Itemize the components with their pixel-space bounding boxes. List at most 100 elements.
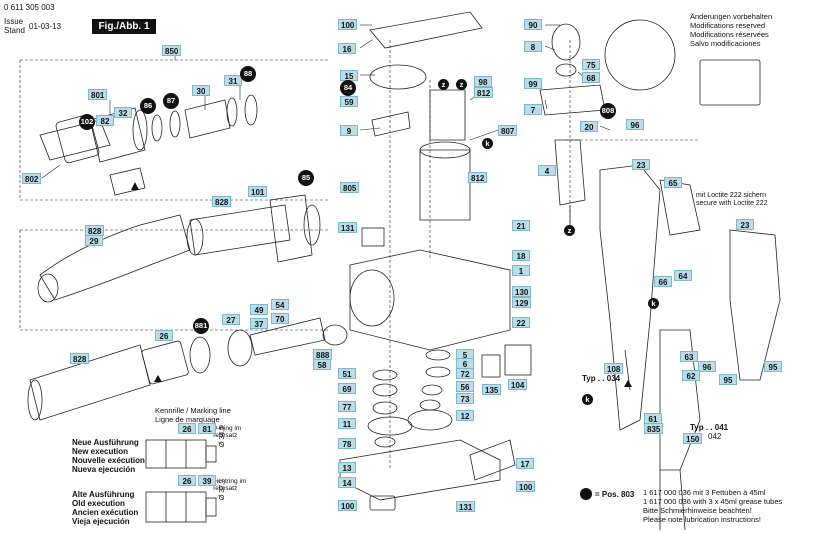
part-label[interactable]: 828 bbox=[70, 353, 90, 364]
part-label[interactable]: 850 bbox=[162, 45, 182, 56]
part-label[interactable]: 7 bbox=[524, 104, 542, 115]
part-label[interactable]: 66 bbox=[654, 276, 672, 287]
part-label[interactable]: 101 bbox=[248, 186, 268, 197]
exec-line: Neue Ausführung bbox=[72, 438, 139, 447]
part-label[interactable]: 135 bbox=[482, 384, 502, 395]
part-label[interactable]: 23 bbox=[736, 219, 754, 230]
part-label[interactable]: 65 bbox=[664, 177, 682, 188]
part-label[interactable]: 22 bbox=[512, 317, 530, 328]
part-label[interactable]: 130 bbox=[512, 286, 532, 297]
callout-badge[interactable]: z bbox=[456, 79, 467, 90]
part-label[interactable]: 16 bbox=[338, 43, 356, 54]
callout-badge[interactable]: k bbox=[582, 394, 593, 405]
oring-line: O-Ring im bbox=[212, 425, 242, 432]
section-label[interactable]: 26 bbox=[178, 423, 196, 434]
part-label[interactable]: 77 bbox=[338, 401, 356, 412]
part-label[interactable]: 96 bbox=[698, 361, 716, 372]
part-label[interactable]: 37 bbox=[250, 318, 268, 329]
part-label[interactable]: 30 bbox=[192, 85, 210, 96]
part-label[interactable]: 21 bbox=[512, 220, 530, 231]
part-label[interactable]: 802 bbox=[22, 173, 42, 184]
part-label[interactable]: 23 bbox=[632, 159, 650, 170]
part-label[interactable]: 129 bbox=[512, 297, 532, 308]
part-label[interactable]: 20 bbox=[580, 121, 598, 132]
part-label[interactable]: 4 bbox=[538, 165, 556, 176]
section-label[interactable]: 26 bbox=[178, 475, 196, 486]
part-label[interactable]: 63 bbox=[680, 351, 698, 362]
part-label[interactable]: 58 bbox=[313, 359, 331, 370]
part-label[interactable]: 69 bbox=[338, 383, 356, 394]
section-label[interactable]: 81 bbox=[198, 423, 216, 434]
part-label[interactable]: 70 bbox=[271, 313, 289, 324]
callout-badge[interactable]: 84 bbox=[340, 80, 356, 96]
part-label[interactable]: 62 bbox=[682, 370, 700, 381]
part-label[interactable]: 54 bbox=[271, 299, 289, 310]
guide-lines bbox=[19, 40, 700, 470]
part-label[interactable]: 14 bbox=[338, 477, 356, 488]
part-label[interactable]: 100 bbox=[338, 19, 358, 30]
part-label[interactable]: 27 bbox=[222, 314, 240, 325]
part-label[interactable]: 1 bbox=[512, 265, 530, 276]
part-label[interactable]: 51 bbox=[338, 368, 356, 379]
sticker-131 bbox=[361, 227, 385, 247]
callout-badge[interactable]: k bbox=[482, 138, 493, 149]
part-label[interactable]: 828 bbox=[212, 196, 232, 207]
part-label[interactable]: 17 bbox=[516, 458, 534, 469]
part-label[interactable]: 72 bbox=[456, 368, 474, 379]
oring-line: Teilesatz bbox=[212, 432, 238, 439]
part-label[interactable]: 131 bbox=[456, 501, 476, 512]
part-label[interactable]: 807 bbox=[498, 125, 518, 136]
part-label[interactable]: 8 bbox=[524, 41, 542, 52]
part-label[interactable]: 68 bbox=[582, 72, 600, 83]
part-label[interactable]: 82 bbox=[96, 115, 114, 126]
loctite-line: mit Loctite 222 sichern bbox=[696, 192, 767, 199]
part-label[interactable]: 26 bbox=[155, 330, 173, 341]
part-label[interactable]: 9 bbox=[340, 125, 358, 136]
part-label[interactable]: 95 bbox=[719, 374, 737, 385]
part-label[interactable]: 805 bbox=[340, 182, 360, 193]
callout-badge[interactable]: 87 bbox=[163, 93, 179, 109]
part-label[interactable]: 75 bbox=[582, 59, 600, 70]
callout-badge[interactable]: k bbox=[648, 298, 659, 309]
part-label[interactable]: 835 bbox=[644, 423, 664, 434]
part-label[interactable]: 100 bbox=[516, 481, 536, 492]
part-label[interactable]: 108 bbox=[604, 363, 624, 374]
part-label[interactable]: 812 bbox=[468, 172, 488, 183]
part-label[interactable]: 801 bbox=[88, 89, 108, 100]
part-label[interactable]: 49 bbox=[250, 304, 268, 315]
part-label[interactable]: 98 bbox=[474, 76, 492, 87]
part-label[interactable]: 59 bbox=[340, 96, 358, 107]
part-label[interactable]: 32 bbox=[114, 107, 132, 118]
part-label[interactable]: 13 bbox=[338, 462, 356, 473]
callout-badge[interactable]: 85 bbox=[298, 170, 314, 186]
part-label[interactable]: 104 bbox=[508, 379, 528, 390]
callout-badge[interactable]: 881 bbox=[193, 318, 209, 334]
part-label[interactable]: 150 bbox=[683, 433, 703, 444]
grease-line: 1 617 000 036 with 3 x 45ml grease tubes bbox=[643, 497, 783, 506]
section-label[interactable]: 39 bbox=[198, 475, 216, 486]
part-label[interactable]: 11 bbox=[338, 418, 356, 429]
part-label[interactable]: 90 bbox=[524, 19, 542, 30]
part-label[interactable]: 64 bbox=[674, 270, 692, 281]
part-label[interactable]: 78 bbox=[338, 438, 356, 449]
part-label[interactable]: 12 bbox=[456, 410, 474, 421]
part-label[interactable]: 99 bbox=[524, 78, 542, 89]
callout-badge[interactable]: z bbox=[438, 79, 449, 90]
part-label[interactable]: 18 bbox=[512, 250, 530, 261]
part-label[interactable]: 131 bbox=[338, 222, 358, 233]
type-042-label: 042 bbox=[708, 432, 722, 441]
exec-line: New execution bbox=[72, 447, 129, 456]
part-label[interactable]: 31 bbox=[224, 75, 242, 86]
callout-badge[interactable]: 808 bbox=[600, 103, 616, 119]
part-label[interactable]: 100 bbox=[338, 500, 358, 511]
callout-badge[interactable]: z bbox=[564, 225, 575, 236]
callout-badge[interactable]: 86 bbox=[140, 98, 156, 114]
part-label[interactable]: 56 bbox=[456, 381, 474, 392]
part-label[interactable]: 29 bbox=[85, 235, 103, 246]
part-label[interactable]: 96 bbox=[626, 119, 644, 130]
part-label[interactable]: 73 bbox=[456, 393, 474, 404]
part-label[interactable]: 95 bbox=[764, 361, 782, 372]
callout-badge[interactable]: 102 bbox=[79, 114, 95, 130]
callout-badge[interactable]: 88 bbox=[240, 66, 256, 82]
part-label[interactable]: 812 bbox=[474, 87, 494, 98]
